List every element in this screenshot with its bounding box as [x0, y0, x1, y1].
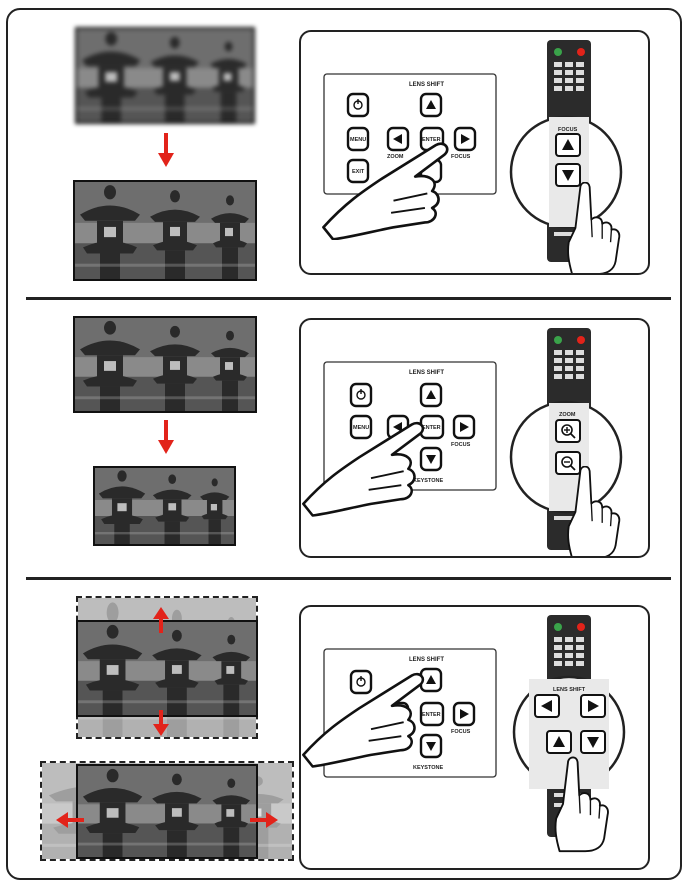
label-menu: MENU [350, 137, 366, 143]
photo-shift-horizontal [76, 764, 258, 859]
photo-shift-vertical [76, 620, 258, 717]
label-focus-3: FOCUS [451, 729, 471, 735]
label-lens-shift: LENS SHIFT [409, 82, 444, 88]
divider-1 [26, 297, 671, 300]
photo-blurry [75, 27, 255, 124]
panel-zoom: LENS SHIFT MENU ENTER ZOOM FOCUS KEYSTON… [299, 318, 650, 558]
remote-zoom-title: ZOOM [559, 412, 576, 418]
down-arrow-red-2 [158, 420, 174, 454]
divider-2 [26, 577, 671, 580]
label-keystone-2: KEYSTONE [413, 478, 443, 484]
photo-zoom-small [93, 466, 236, 546]
label-enter-3: ENTER [422, 712, 441, 718]
label-exit: EXIT [352, 169, 365, 175]
panel-lens-shift: LENS SHIFT ENTER ZOOM FOCUS KEYSTONE [299, 605, 650, 870]
down-arrow-red-1 [158, 133, 174, 167]
label-focus: FOCUS [451, 154, 471, 160]
label-zoom: ZOOM [387, 154, 404, 160]
photo-zoom-large [73, 316, 257, 413]
up-arrow-red [153, 607, 169, 633]
right-arrow-red [250, 812, 278, 828]
remote-lens-shift-title: LENS SHIFT [553, 687, 586, 693]
label-lens-shift-3: LENS SHIFT [409, 657, 444, 663]
label-enter-2: ENTER [422, 425, 441, 431]
left-arrow-red [56, 812, 84, 828]
photo-focused [73, 180, 257, 281]
remote-focus-title: FOCUS [558, 127, 578, 133]
label-lens-shift-2: LENS SHIFT [409, 370, 444, 376]
panel-focus: LENS SHIFT MENU ENTER EXIT ZOOM FOCUS [299, 30, 650, 275]
label-focus-2: FOCUS [451, 442, 471, 448]
label-menu-2: MENU [353, 425, 369, 431]
label-keystone-3: KEYSTONE [413, 765, 443, 771]
photo-shift-horizontal-range [40, 761, 294, 861]
label-enter: ENTER [422, 137, 441, 143]
down-arrow-red-3 [153, 710, 169, 736]
